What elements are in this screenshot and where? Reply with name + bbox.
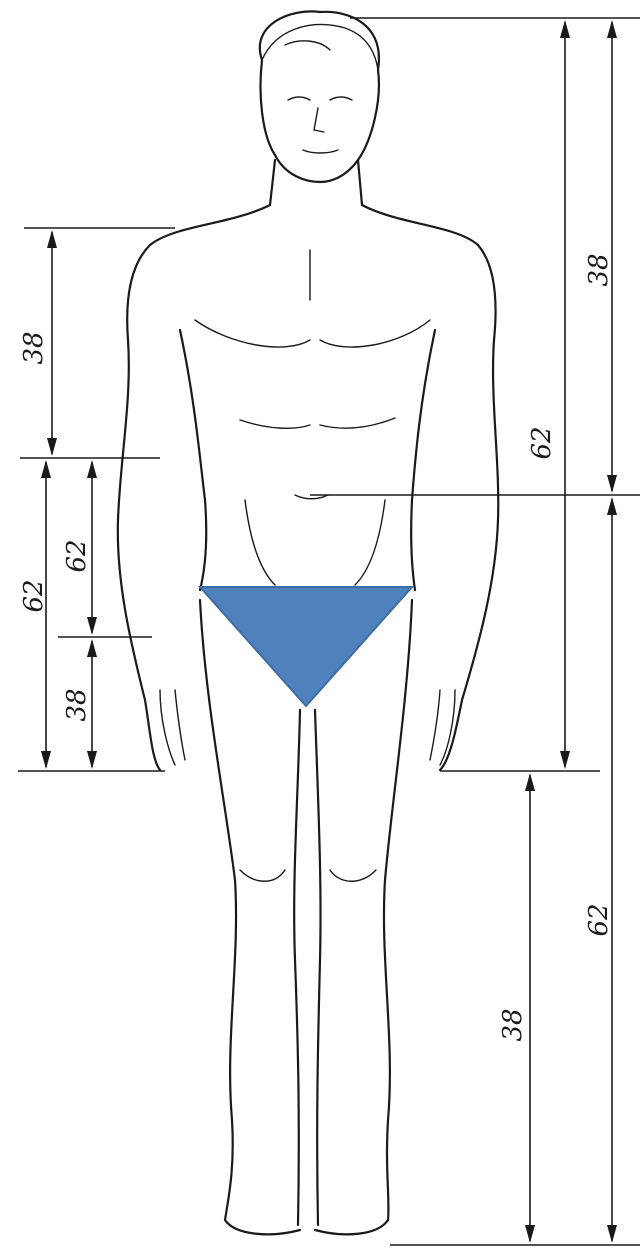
legs-outline — [200, 600, 300, 1234]
label-left-inner-62: 62 — [62, 539, 92, 572]
label-right-inner-62: 62 — [527, 426, 557, 459]
label-right-bottom-38: 38 — [498, 1008, 528, 1041]
label-left-inner-38: 38 — [62, 688, 92, 721]
label-right-outer-38: 38 — [584, 253, 614, 286]
label-left-lower-62: 62 — [19, 579, 49, 612]
cover-triangle — [200, 587, 412, 706]
label-left-upper-38: 38 — [19, 331, 49, 364]
label-right-lower-62: 62 — [584, 903, 614, 936]
torso-outline — [118, 205, 270, 770]
